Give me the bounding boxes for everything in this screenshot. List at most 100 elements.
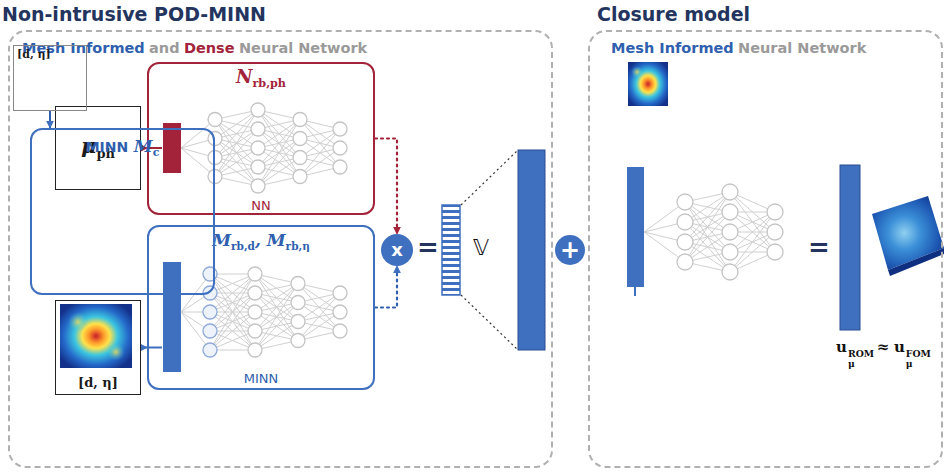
network-drawing bbox=[181, 103, 783, 357]
text-line: MINNMc bbox=[32, 136, 213, 159]
net-neuron bbox=[248, 305, 262, 319]
output-field-side bbox=[888, 248, 944, 276]
label: uROMμ≈uFOMμ bbox=[836, 338, 934, 369]
text: [d, η] bbox=[78, 375, 118, 390]
projection-line bbox=[461, 295, 517, 349]
text: x bbox=[391, 239, 403, 260]
text: Closure model bbox=[597, 3, 750, 25]
text-line: MINN bbox=[149, 371, 373, 386]
net-neuron bbox=[251, 179, 265, 193]
text: ≈ bbox=[877, 338, 890, 356]
net-edge bbox=[730, 212, 775, 272]
net-neuron bbox=[333, 324, 347, 338]
net-neuron bbox=[251, 160, 265, 174]
connector bbox=[49, 111, 51, 128]
text-line: [d, η] bbox=[17, 48, 51, 61]
text: = bbox=[808, 232, 830, 262]
text-line: Mesh InformedNeural Network bbox=[611, 40, 866, 56]
input-box: [d, η] bbox=[13, 45, 87, 111]
heatmap-image bbox=[60, 304, 132, 368]
net-neuron bbox=[722, 244, 738, 260]
text: 𝕍 bbox=[473, 235, 489, 260]
input-box: [d, η] bbox=[55, 300, 141, 395]
net-neuron bbox=[248, 267, 262, 281]
text-line: Nrb,ph bbox=[149, 66, 373, 90]
net-neuron bbox=[291, 334, 305, 348]
text: Neural Network bbox=[738, 40, 866, 56]
net-neuron bbox=[293, 113, 307, 127]
net-neuron bbox=[767, 204, 783, 220]
output-field bbox=[872, 196, 944, 270]
text-line: Mrb,d,Mrb,η bbox=[149, 230, 373, 252]
basis-matrix bbox=[518, 150, 545, 350]
connector bbox=[375, 139, 397, 235]
text: FOM bbox=[906, 349, 931, 359]
net-edge bbox=[730, 192, 775, 252]
text: and bbox=[149, 40, 180, 56]
text: MINN bbox=[244, 371, 279, 386]
text-line: Closure model bbox=[597, 3, 750, 25]
net-neuron bbox=[203, 343, 217, 357]
text-line: [d, η] bbox=[56, 375, 140, 390]
panel-border bbox=[588, 30, 943, 468]
net-neuron bbox=[248, 286, 262, 300]
net-neuron bbox=[722, 264, 738, 280]
net-neuron bbox=[333, 286, 347, 300]
text: Non-intrusive POD-MINN bbox=[2, 3, 266, 25]
text: μ bbox=[848, 359, 874, 369]
heatmap-blob bbox=[68, 312, 88, 332]
text-line: + bbox=[560, 238, 580, 262]
text: Dense bbox=[184, 40, 235, 56]
text: M bbox=[267, 230, 286, 250]
net-edge bbox=[210, 293, 255, 350]
input-layer bbox=[627, 167, 644, 287]
text: N bbox=[236, 66, 252, 87]
text: Mesh Informed bbox=[611, 40, 734, 56]
net-neuron bbox=[293, 151, 307, 165]
connector bbox=[375, 266, 397, 308]
net-edge bbox=[210, 274, 255, 331]
heatmap-blob bbox=[631, 66, 643, 78]
net-edge bbox=[210, 274, 255, 331]
net-neuron bbox=[203, 305, 217, 319]
input-line bbox=[149, 347, 162, 349]
text: M bbox=[134, 136, 153, 156]
text-line: x bbox=[391, 241, 403, 259]
text: u bbox=[836, 338, 847, 356]
label: = bbox=[417, 232, 439, 262]
text: c bbox=[153, 146, 160, 159]
net-neuron bbox=[333, 141, 347, 155]
net-neuron bbox=[677, 254, 693, 270]
minn-box: Mrb,d,Mrb,ηMINN bbox=[147, 225, 375, 390]
net-neuron bbox=[291, 277, 305, 291]
net-neuron bbox=[722, 204, 738, 220]
input-layer bbox=[163, 262, 181, 372]
text-line: NN bbox=[149, 198, 373, 213]
net-edge bbox=[215, 148, 258, 177]
text: = bbox=[417, 232, 439, 262]
net-neuron bbox=[333, 305, 347, 319]
text: + bbox=[560, 236, 580, 264]
text: NN bbox=[251, 198, 270, 213]
output-vector bbox=[840, 165, 860, 330]
net-neuron bbox=[767, 224, 783, 240]
net-neuron bbox=[677, 194, 693, 210]
net-neuron bbox=[251, 141, 265, 155]
net-neuron bbox=[767, 244, 783, 260]
text: , bbox=[255, 230, 261, 250]
label: 𝕍 bbox=[473, 235, 489, 260]
projection-line bbox=[461, 151, 517, 205]
script-stack: ROMμ bbox=[848, 349, 874, 369]
net-neuron bbox=[248, 343, 262, 357]
net-neuron bbox=[251, 122, 265, 136]
text-line: Non-intrusive POD-MINN bbox=[2, 3, 266, 25]
net-neuron bbox=[248, 324, 262, 338]
net-neuron bbox=[722, 224, 738, 240]
net-neuron bbox=[251, 103, 265, 117]
net-neuron bbox=[677, 234, 693, 250]
text: Neural Network bbox=[239, 40, 367, 56]
text: rb,d bbox=[231, 240, 255, 252]
script-stack: FOMμ bbox=[906, 349, 931, 369]
net-neuron bbox=[208, 151, 222, 165]
net-neuron bbox=[722, 184, 738, 200]
